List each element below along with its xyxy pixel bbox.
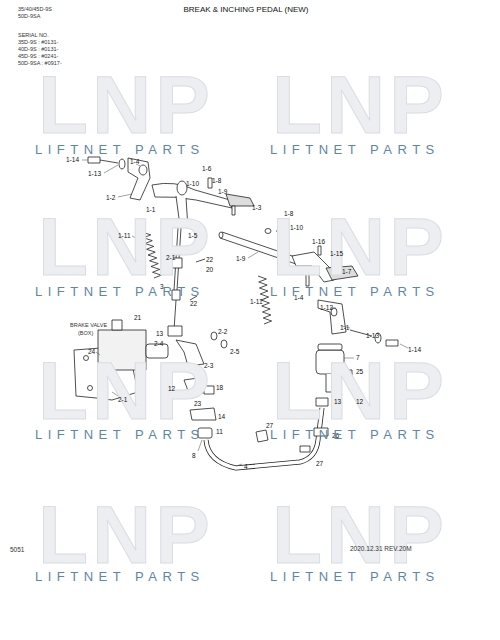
callout-number: 4	[244, 463, 248, 470]
callout-number: 8	[192, 452, 196, 459]
serial-note: 50D-9SA	[18, 13, 40, 19]
watermark: LIFTNET PARTS	[270, 143, 440, 157]
callout-number: 1-2	[106, 194, 115, 201]
callout-number: 27	[316, 460, 323, 467]
watermark: LIFTNET PARTS	[270, 285, 440, 299]
serial-note: 50D-9SA : #0917-	[18, 60, 62, 66]
callout-number: 1-10	[290, 224, 303, 231]
callout-number: 1-9	[236, 255, 245, 262]
callout-number: 1-14	[66, 156, 79, 163]
callout-number: 12	[168, 385, 175, 392]
serial-note: 45D-9S : #0241-	[18, 53, 58, 59]
callout-number: 1-9	[218, 188, 227, 195]
callout-number: 11	[216, 428, 223, 435]
callout-number: 1-12	[320, 304, 333, 311]
callout-number: 2-4	[154, 340, 163, 347]
page-title: BREAK & INCHING PEDAL (NEW)	[0, 6, 496, 15]
callout-number: 1-8	[212, 177, 221, 184]
callout-number: 1-1	[146, 206, 155, 213]
callout-number: 22	[190, 300, 197, 307]
callout-number: 2-5	[230, 348, 239, 355]
component-name: BRAKE VALVE	[70, 322, 107, 328]
component-name: (BOX)	[78, 330, 93, 336]
callout-number: 1-11	[250, 298, 263, 305]
watermark-logo: LNP	[272, 202, 448, 292]
watermark: LIFTNET PARTS	[35, 285, 205, 299]
callout-number: 1-3	[252, 204, 261, 211]
callout-number: 1-7	[342, 268, 351, 275]
watermark-logo: LNP	[272, 346, 448, 436]
callout-number: 12	[356, 398, 363, 405]
callout-number: 2-1	[166, 254, 175, 261]
page-number: 5051	[10, 546, 24, 553]
callout-number: 13	[156, 330, 163, 337]
callout-number: 1-16	[312, 238, 325, 245]
callout-number: 1-13	[366, 332, 379, 339]
watermark-logo: LNP	[38, 346, 214, 436]
watermark: LIFTNET PARTS	[270, 570, 440, 584]
callout-number: 24	[88, 348, 95, 355]
callout-number: 22	[206, 256, 213, 263]
callout-number: 21	[134, 314, 141, 321]
callout-number: 18	[216, 384, 223, 391]
callout-number: 1-10	[186, 180, 199, 187]
serial-note: 40D-9S : #0131-	[18, 46, 58, 52]
callout-number: 23	[194, 400, 201, 407]
callout-number: 14	[218, 413, 225, 420]
watermark: LIFTNET PARTS	[35, 143, 205, 157]
watermark: LIFTNET PARTS	[35, 428, 205, 442]
revision-date: 2020.12.31 REV.20M	[350, 545, 412, 552]
serial-note: 35D-9S : #0131-	[18, 39, 58, 45]
serial-note: SERIAL NO.	[18, 32, 49, 38]
callout-number: 7	[356, 354, 360, 361]
callout-number: 1-8	[284, 210, 293, 217]
watermark: LIFTNET PARTS	[270, 428, 440, 442]
callout-number: 2-3	[204, 362, 213, 369]
callout-number: 1-14	[408, 346, 421, 353]
watermark-logo: LNP	[38, 490, 214, 580]
serial-note: 35/40/45D-9S	[18, 6, 52, 12]
callout-number: 1-5	[188, 232, 197, 239]
callout-number: 20	[206, 266, 213, 273]
watermark-logo: LNP	[272, 60, 448, 150]
bolt	[88, 157, 100, 163]
pedal-bracket	[128, 158, 150, 200]
callout-number: 2-2	[218, 328, 227, 335]
brake-pedal-pad	[226, 194, 254, 206]
callout-number: 1-4	[130, 158, 139, 165]
callout-number: 1-13	[88, 170, 101, 177]
watermark-logo: LNP	[272, 490, 448, 580]
callout-number: 13	[334, 398, 341, 405]
callout-number: 25	[356, 368, 363, 375]
watermark-logo: LNP	[38, 202, 214, 292]
callout-number: 2-1	[118, 396, 127, 403]
watermark-logo: LNP	[38, 60, 214, 150]
callout-number: 1-11	[118, 232, 131, 239]
callout-number: 1-6	[202, 165, 211, 172]
callout-number: 1-1	[340, 324, 349, 331]
watermark: LIFTNET PARTS	[35, 570, 205, 584]
washer	[119, 159, 125, 169]
callout-number: 1-15	[330, 250, 343, 257]
